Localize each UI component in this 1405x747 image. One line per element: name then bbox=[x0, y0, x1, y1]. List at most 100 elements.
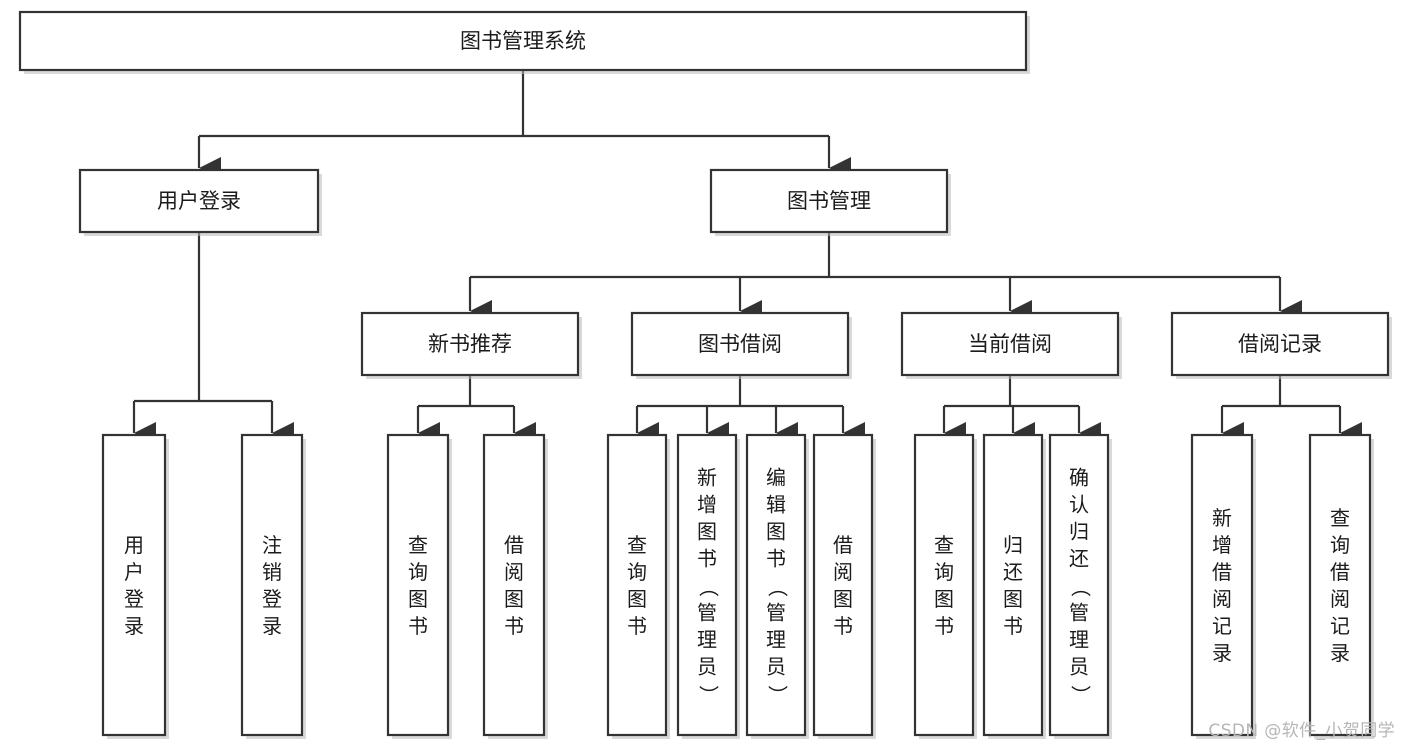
svg-text:录: 录 bbox=[124, 614, 144, 638]
svg-text:确: 确 bbox=[1069, 466, 1089, 490]
svg-text:查: 查 bbox=[627, 533, 647, 557]
svg-text:编: 编 bbox=[766, 466, 786, 490]
svg-text:录: 录 bbox=[1212, 641, 1232, 665]
svg-text:图: 图 bbox=[504, 587, 524, 611]
svg-text:增: 增 bbox=[697, 493, 717, 517]
svg-text:图: 图 bbox=[766, 520, 786, 544]
node-box-leaf-query-book-1[interactable] bbox=[386, 433, 450, 737]
svg-text:户: 户 bbox=[124, 560, 144, 584]
svg-text:图: 图 bbox=[408, 587, 428, 611]
node-box-leaf-confirm-return[interactable] bbox=[1048, 433, 1110, 737]
svg-text:查: 查 bbox=[1330, 506, 1350, 530]
node-label-user-login: 用户登录 bbox=[157, 189, 241, 213]
node-box-user-login[interactable] bbox=[78, 168, 320, 234]
svg-text:员: 员 bbox=[1069, 655, 1089, 679]
svg-text:理: 理 bbox=[697, 628, 717, 652]
svg-text:（: （ bbox=[1069, 577, 1093, 597]
node-box-leaf-borrow-book-2[interactable] bbox=[812, 433, 874, 737]
svg-text:图: 图 bbox=[934, 587, 954, 611]
svg-text:管: 管 bbox=[766, 601, 786, 625]
svg-text:管: 管 bbox=[697, 601, 717, 625]
node-box-leaf-query-book-2[interactable] bbox=[606, 433, 668, 737]
svg-text:辑: 辑 bbox=[766, 493, 786, 517]
node-box-leaf-user-login[interactable] bbox=[101, 433, 167, 737]
svg-text:增: 增 bbox=[1212, 533, 1232, 557]
svg-text:书: 书 bbox=[697, 547, 717, 571]
svg-text:还: 还 bbox=[1069, 547, 1089, 571]
node-box-leaf-borrow-book-1[interactable] bbox=[482, 433, 546, 737]
csdn-watermark: CSDN @软件_小贺同学 bbox=[1208, 721, 1395, 741]
svg-text:阅: 阅 bbox=[833, 560, 853, 584]
node-box-leaf-query-record[interactable] bbox=[1308, 433, 1372, 737]
svg-text:阅: 阅 bbox=[1330, 587, 1350, 611]
svg-text:管: 管 bbox=[1069, 601, 1089, 625]
svg-text:）: ） bbox=[1069, 685, 1093, 705]
svg-text:图: 图 bbox=[627, 587, 647, 611]
svg-text:记: 记 bbox=[1330, 614, 1350, 638]
node-label-book-borrow: 图书借阅 bbox=[698, 332, 782, 356]
node-box-leaf-add-record[interactable] bbox=[1190, 433, 1254, 737]
svg-text:书: 书 bbox=[934, 614, 954, 638]
svg-text:）: ） bbox=[766, 685, 790, 705]
node-box-current-borrow[interactable] bbox=[900, 311, 1120, 377]
svg-text:图: 图 bbox=[1003, 587, 1023, 611]
svg-text:新: 新 bbox=[1212, 506, 1232, 530]
svg-text:录: 录 bbox=[262, 614, 282, 638]
svg-text:认: 认 bbox=[1069, 493, 1089, 517]
svg-text:书: 书 bbox=[408, 614, 428, 638]
svg-text:（: （ bbox=[766, 577, 790, 597]
node-box-borrow-record[interactable] bbox=[1170, 311, 1390, 377]
svg-text:图: 图 bbox=[833, 587, 853, 611]
svg-text:查: 查 bbox=[408, 533, 428, 557]
svg-text:书: 书 bbox=[627, 614, 647, 638]
node-box-book-borrow[interactable] bbox=[630, 311, 850, 377]
svg-text:）: ） bbox=[697, 685, 721, 705]
svg-text:查: 查 bbox=[934, 533, 954, 557]
svg-text:理: 理 bbox=[1069, 628, 1089, 652]
svg-text:询: 询 bbox=[408, 560, 428, 584]
svg-text:书: 书 bbox=[1003, 614, 1023, 638]
node-box-leaf-edit-book[interactable] bbox=[745, 433, 807, 737]
svg-text:还: 还 bbox=[1003, 560, 1023, 584]
node-label-book-manage: 图书管理 bbox=[787, 189, 871, 213]
svg-text:归: 归 bbox=[1003, 533, 1023, 557]
node-label-borrow-record: 借阅记录 bbox=[1238, 332, 1322, 356]
svg-text:登: 登 bbox=[124, 587, 144, 611]
svg-text:书: 书 bbox=[766, 547, 786, 571]
label-layer: 图书管理系统用户登录图书管理新书推荐图书借阅当前借阅借阅记录用户登录注销登录查询… bbox=[124, 29, 1350, 705]
svg-text:员: 员 bbox=[697, 655, 717, 679]
svg-text:登: 登 bbox=[262, 587, 282, 611]
svg-text:阅: 阅 bbox=[1212, 587, 1232, 611]
node-label-leaf-user-login: 用户登录 bbox=[124, 533, 144, 638]
svg-text:用: 用 bbox=[124, 533, 144, 557]
svg-text:新: 新 bbox=[697, 466, 717, 490]
node-box-new-book-recommend[interactable] bbox=[360, 311, 580, 377]
svg-text:书: 书 bbox=[833, 614, 853, 638]
connector-layer bbox=[132, 70, 1362, 444]
svg-text:书: 书 bbox=[504, 614, 524, 638]
svg-text:注: 注 bbox=[262, 533, 282, 557]
svg-text:借: 借 bbox=[504, 533, 524, 557]
node-box-root[interactable] bbox=[18, 10, 1028, 72]
node-box-book-manage[interactable] bbox=[709, 168, 949, 234]
svg-text:记: 记 bbox=[1212, 614, 1232, 638]
node-box-leaf-query-book-3[interactable] bbox=[913, 433, 975, 737]
svg-text:借: 借 bbox=[1330, 560, 1350, 584]
node-box-leaf-return-book[interactable] bbox=[982, 433, 1044, 737]
svg-text:（: （ bbox=[697, 577, 721, 597]
node-label-current-borrow: 当前借阅 bbox=[968, 332, 1052, 356]
svg-text:借: 借 bbox=[833, 533, 853, 557]
node-box-leaf-logout-login[interactable] bbox=[240, 433, 304, 737]
node-box-leaf-add-book[interactable] bbox=[676, 433, 738, 737]
